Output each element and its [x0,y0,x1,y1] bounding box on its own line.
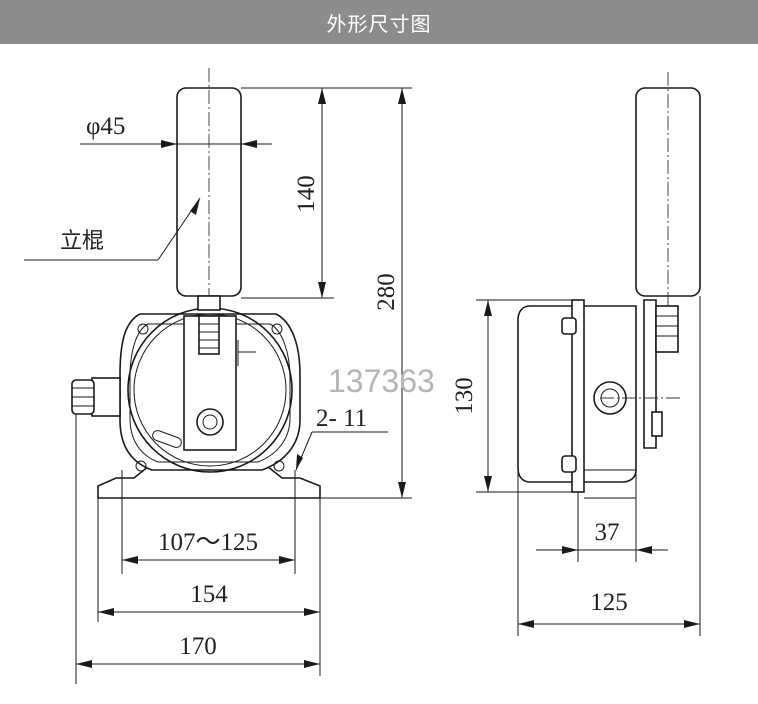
front-pivot [196,408,224,436]
dim-side-height: 130 [451,377,478,415]
dim-overall-width: 170 [179,633,217,660]
side-lever [643,299,657,449]
dimension-lines [24,87,701,684]
dim-total-height: 280 [373,273,400,311]
label-rod: 立棍 [60,229,104,254]
dim-side-offset: 37 [595,519,620,546]
front-base [97,461,321,499]
front-view [71,68,321,499]
page-title: 外形尺寸图 [0,0,758,44]
dim-side-depth: 125 [590,589,628,616]
dim-base-width: 154 [190,581,228,608]
watermark: 137363 [328,363,435,399]
dim-diameter: φ45 [86,113,125,140]
dim-hole-spacing: 107～125 [158,529,258,556]
side-view [517,72,701,499]
dim-rod-height: 140 [293,175,320,213]
dim-mount-holes: 2- 11 [316,405,367,432]
front-gland [91,377,121,417]
